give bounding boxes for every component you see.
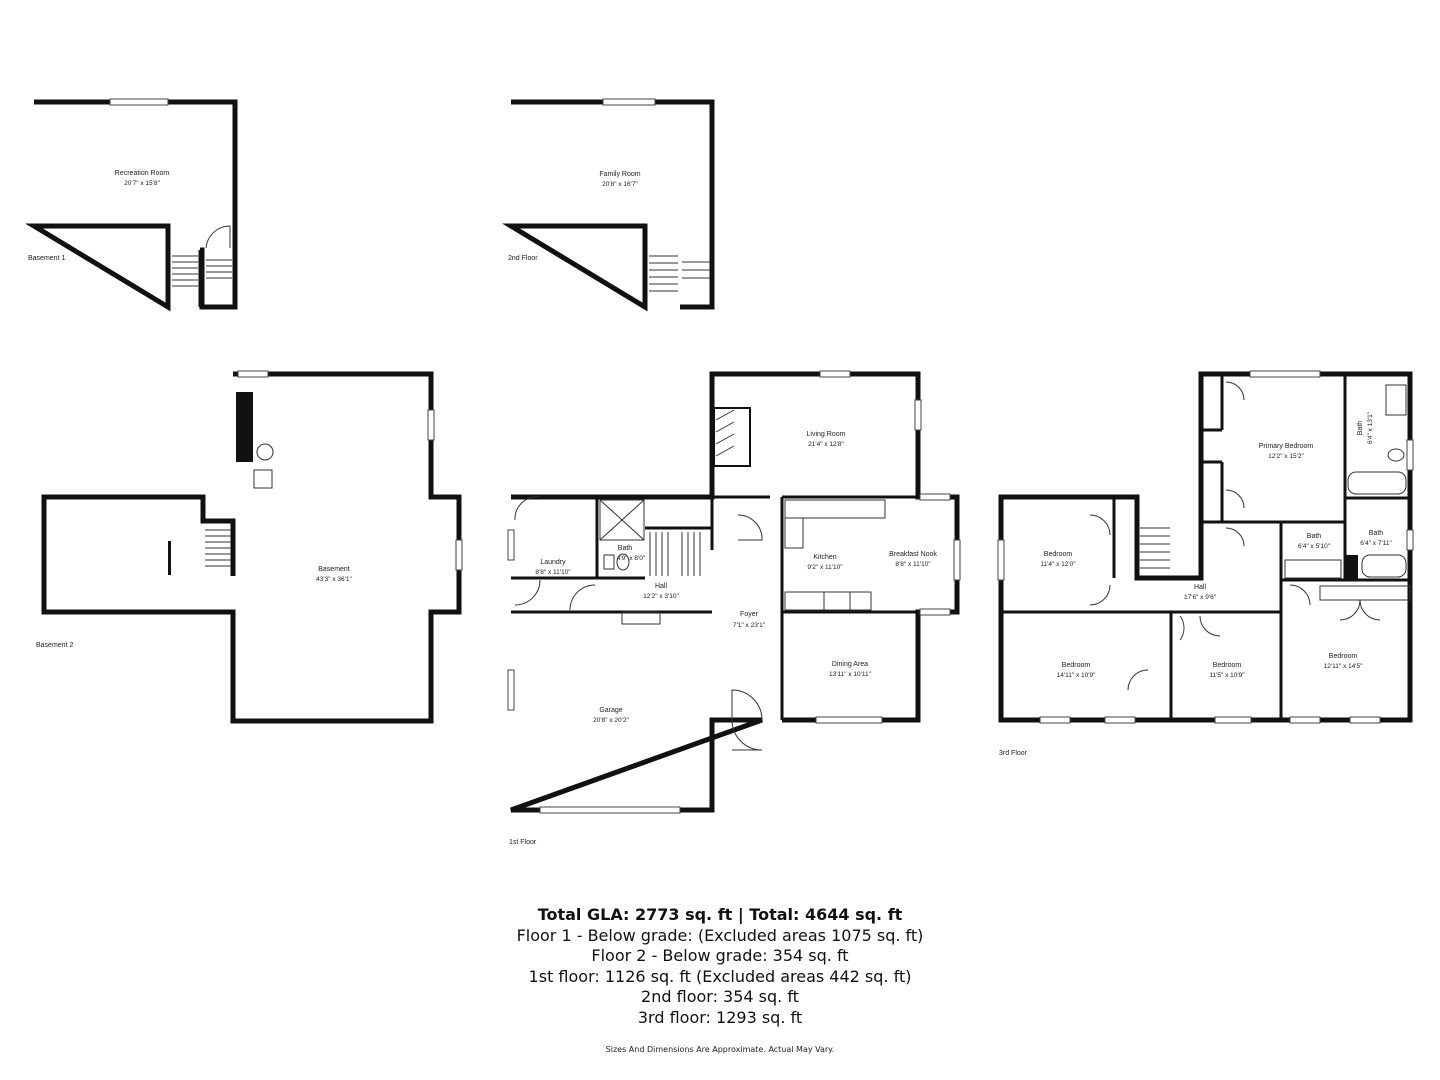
- area-line-floor-1: Floor 1 - Below grade: (Excluded areas 1…: [516, 925, 924, 945]
- room-name-primary-bath: Bath: [1357, 421, 1364, 436]
- area-line-3rd-floor: 3rd floor: 1293 sq. ft: [637, 1007, 803, 1027]
- room-dim-hall-1: 12'2" x 3'10": [643, 593, 679, 600]
- room-name-bedroom-d: Bedroom: [1329, 653, 1358, 660]
- room-dim-bath-1: 4'9" x 8'0": [617, 555, 646, 562]
- room-name-bedroom-c: Bedroom: [1213, 662, 1242, 669]
- room-dim-bedroom-c: 11'5" x 10'9": [1209, 672, 1245, 679]
- third-floor-plan: Bedroom 11'4" x 12'0" Primary Bedroom 12…: [997, 370, 1414, 757]
- room-name-laundry: Laundry: [540, 559, 566, 566]
- basement-1-plan: Recreation Room 20'7" x 15'8" Basement 1: [25, 98, 238, 312]
- area-line-2nd-floor: 2nd floor: 354 sq. ft: [641, 987, 799, 1006]
- room-dim-bath-b: 6'4" x 5'10": [1298, 543, 1331, 550]
- room-name-breakfast-nook: Breakfast Nook: [889, 551, 937, 558]
- room-dim-bedroom-b: 14'11" x 10'9": [1057, 672, 1096, 679]
- room-dim-primary-bath: 6'4" x 13'1": [1367, 411, 1374, 444]
- floor-label-1st-floor: 1st Floor: [509, 839, 537, 846]
- room-name-dining: Dining Area: [832, 661, 868, 668]
- room-name-hall-1: Hall: [655, 583, 668, 590]
- room-name-bath-1: Bath: [618, 545, 633, 552]
- room-dim-bedroom-d: 12'11" x 14'5": [1324, 663, 1363, 670]
- first-floor-plan: Living Room 21'4" x 12'8" Laundry 8'8" x…: [507, 370, 961, 846]
- room-name-kitchen: Kitchen: [813, 554, 836, 561]
- total-area: Total GLA: 2773 sq. ft | Total: 4644 sq.…: [537, 905, 903, 924]
- room-name-recreation: Recreation Room: [115, 170, 170, 177]
- room-dim-laundry: 8'8" x 11'10": [535, 569, 571, 576]
- room-dim-kitchen: 9'2" x 11'10": [807, 564, 843, 571]
- room-dim-living: 21'4" x 12'8": [808, 441, 844, 448]
- floor-label-3rd-floor: 3rd Floor: [999, 750, 1028, 757]
- area-summary: Total GLA: 2773 sq. ft | Total: 4644 sq.…: [420, 905, 1020, 1028]
- second-floor-plan: Family Room 20'8" x 16'7" 2nd Floor: [502, 98, 715, 312]
- floor-label-basement-2: Basement 2: [36, 642, 73, 649]
- area-line-floor-2: Floor 2 - Below grade: 354 sq. ft: [591, 946, 849, 965]
- room-dim-hall-3: 17'6" x 9'6": [1184, 594, 1217, 601]
- room-name-basement: Basement: [318, 566, 350, 573]
- room-dim-recreation: 20'7" x 15'8": [124, 180, 160, 187]
- room-dim-garage: 20'8" x 20'2": [593, 717, 629, 724]
- room-name-bath-c: Bath: [1369, 530, 1384, 537]
- room-dim-foyer: 7'1" x 23'1": [733, 622, 766, 629]
- room-dim-bedroom-a: 11'4" x 12'0": [1040, 561, 1076, 568]
- room-name-foyer: Foyer: [740, 611, 759, 618]
- room-name-hall-3: Hall: [1194, 584, 1207, 591]
- room-name-bedroom-a: Bedroom: [1044, 551, 1073, 558]
- room-name-primary-bedroom: Primary Bedroom: [1259, 443, 1314, 450]
- room-dim-bath-c: 6'4" x 7'11": [1360, 540, 1392, 547]
- disclaimer: Sizes And Dimensions Are Approximate. Ac…: [605, 1045, 835, 1054]
- room-dim-family: 20'8" x 16'7": [602, 181, 638, 188]
- room-name-bedroom-b: Bedroom: [1062, 662, 1091, 669]
- room-dim-dining: 13'11" x 10'11": [829, 671, 872, 678]
- basement-2-plan: Basement 43'3" x 36'1" Basement 2: [36, 370, 463, 724]
- room-dim-primary-bedroom: 12'2" x 15'2": [1268, 453, 1304, 460]
- room-name-family: Family Room: [599, 171, 640, 178]
- room-name-living: Living Room: [807, 431, 846, 438]
- room-dim-breakfast-nook: 8'8" x 11'10": [895, 561, 931, 568]
- floor-label-basement-1: Basement 1: [28, 255, 65, 262]
- room-name-garage: Garage: [599, 707, 622, 714]
- room-dim-basement: 43'3" x 36'1": [316, 576, 352, 583]
- room-name-bath-b: Bath: [1307, 533, 1322, 540]
- area-line-1st-floor: 1st floor: 1126 sq. ft (Excluded areas 4…: [528, 966, 912, 986]
- floor-label-2nd-floor: 2nd Floor: [508, 255, 538, 262]
